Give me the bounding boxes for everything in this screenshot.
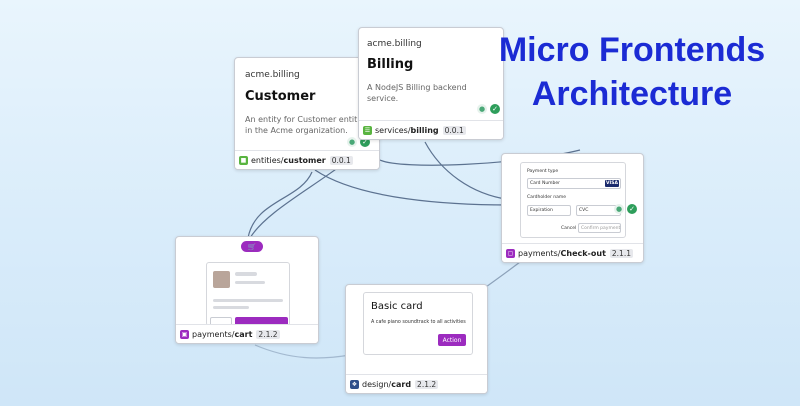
card-preview-text: A cafe piano soundtrack to all activitie…: [371, 320, 466, 325]
check-icon: ✓: [490, 104, 500, 114]
headline-line-2: Architecture: [531, 75, 733, 113]
product-meta-placeholder: [235, 281, 265, 284]
cardholder-label: Cardholder name: [527, 195, 567, 200]
billing-title: Billing: [367, 57, 414, 72]
checkout-name: Check-out: [560, 248, 606, 258]
checkout-namespace: payments/: [518, 248, 561, 258]
expiration-placeholder: Expiration: [530, 208, 553, 213]
payment-type-label: Payment type: [527, 169, 559, 174]
cvc-placeholder: CVC: [579, 208, 589, 213]
card-version: 2.1.2: [415, 379, 439, 389]
cart-preview: [206, 262, 290, 326]
edge-checkout-customer: [314, 169, 511, 206]
billing-scope: acme.billing: [367, 39, 422, 49]
summary-line-2: [213, 306, 249, 309]
checkout-button: [235, 317, 288, 326]
cart-footer: ▣ payments/cart 2.1.2: [176, 324, 318, 343]
customer-description: An entity for Customer entities in the A…: [245, 115, 369, 135]
card-footer: ❖ design/card 2.1.2: [346, 374, 487, 393]
card-icon: ▢: [506, 248, 515, 258]
customer-footer: ■ entities/customer 0.0.1: [235, 150, 379, 169]
box-icon: ■: [239, 155, 248, 165]
node-billing[interactable]: acme.billing Billing A NodeJS Billing ba…: [358, 27, 504, 140]
node-customer[interactable]: acme.billing Customer An entity for Cust…: [234, 57, 380, 170]
environment-icon: ●: [477, 104, 487, 114]
node-checkout[interactable]: Payment type Card Number VISA Cardholder…: [501, 153, 644, 263]
card-preview-title: Basic card: [371, 301, 423, 312]
server-icon: ☰: [363, 125, 372, 135]
card-number-placeholder: Card Number: [530, 181, 561, 186]
billing-description: A NodeJS Billing backend service.: [367, 83, 467, 103]
card-namespace: design/: [362, 379, 392, 389]
headline-line-1: Micro Frontends: [498, 31, 766, 69]
card-name: card: [391, 379, 412, 389]
expiration-field: [527, 205, 571, 216]
cart-namespace: payments/: [192, 329, 235, 339]
card-action-button: Action: [438, 334, 466, 346]
check-icon: ✓: [627, 204, 637, 214]
environment-icon: ●: [347, 137, 357, 147]
visa-logo-icon: VISA: [605, 180, 619, 187]
edge-checkout-billing: [424, 141, 513, 201]
environment-icon: ●: [614, 204, 624, 214]
card-preview: Basic card A cafe piano soundtrack to al…: [363, 292, 473, 355]
customer-version: 0.0.1: [329, 155, 353, 165]
billing-version: 0.0.1: [442, 125, 466, 135]
product-title-placeholder: [235, 272, 257, 276]
card-number-field: [527, 178, 621, 189]
billing-footer: ☰ services/billing 0.0.1: [359, 120, 503, 139]
summary-line-1: [213, 299, 283, 302]
checkout-preview: Payment type Card Number VISA Cardholder…: [520, 162, 626, 238]
product-thumbnail: [213, 271, 230, 288]
cart-icon: ▣: [180, 329, 189, 339]
customer-title: Customer: [245, 89, 316, 104]
node-card[interactable]: Basic card A cafe piano soundtrack to al…: [345, 284, 488, 394]
billing-name: billing: [410, 125, 439, 135]
edge-cart-customer: [247, 171, 313, 239]
customer-name: customer: [283, 155, 326, 165]
edge-cart-card: [254, 344, 351, 359]
confirm-payment-label: Confirm payment: [581, 226, 621, 231]
checkout-footer: ▢ payments/Check-out 2.1.1: [502, 243, 643, 262]
billing-namespace: services/: [375, 125, 411, 135]
cart-icon: 🛒: [241, 241, 263, 252]
check-icon: ✓: [360, 137, 370, 147]
paint-icon: ❖: [350, 379, 359, 389]
cart-version: 2.1.2: [256, 329, 280, 339]
node-cart[interactable]: 🛒 ▣ payments/cart 2.1.2: [175, 236, 319, 344]
confirm-payment-button: [578, 223, 621, 233]
cart-name: cart: [234, 329, 253, 339]
cancel-label: Cancel: [561, 226, 577, 231]
customer-namespace: entities/: [251, 155, 284, 165]
checkout-version: 2.1.1: [609, 248, 633, 258]
customer-scope: acme.billing: [245, 70, 300, 80]
headline: Micro Frontends Architecture: [482, 28, 782, 116]
